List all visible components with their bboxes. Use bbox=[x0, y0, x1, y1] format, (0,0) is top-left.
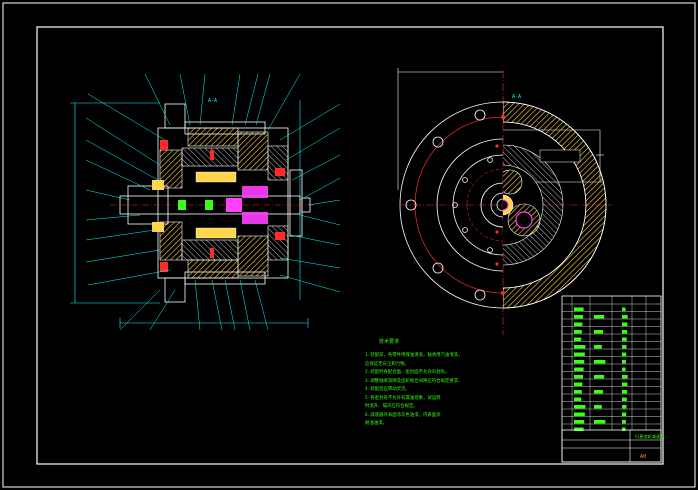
leader-line bbox=[239, 279, 251, 331]
table-cell-mark bbox=[574, 405, 586, 409]
table-cell-mark bbox=[594, 420, 606, 424]
table-cell-mark bbox=[574, 420, 585, 424]
table-cell-mark bbox=[574, 427, 584, 431]
technical-note-line: 5.各密封处不允许有漏油现象，试运转 bbox=[365, 395, 441, 401]
table-cell-mark bbox=[574, 307, 584, 311]
leader-line bbox=[149, 289, 176, 331]
leader-line bbox=[299, 214, 341, 226]
table-cell-mark bbox=[622, 322, 628, 326]
title-block: 行星齿轮减速器 A0 bbox=[561, 429, 665, 463]
parts-list-table bbox=[561, 295, 662, 463]
table-cell-mark bbox=[622, 427, 626, 431]
table-cell-mark bbox=[622, 315, 628, 319]
table-cell-mark bbox=[574, 397, 582, 401]
leader-line bbox=[199, 73, 206, 126]
technical-note-line: 耐油油漆。 bbox=[365, 421, 387, 426]
leader-line bbox=[87, 269, 171, 286]
table-cell-mark bbox=[574, 412, 585, 416]
technical-notes: 技术要求 1.装配前，各零件用煤油清洗，轴承用汽油清洗， 应保证无灰尘和污物。 2.… bbox=[365, 339, 475, 429]
table-cell-mark bbox=[574, 352, 585, 356]
leader-line bbox=[85, 249, 161, 263]
title-block-drawing-name: 行星齿轮减速器 bbox=[635, 433, 665, 440]
leader-line bbox=[289, 234, 341, 246]
table-cell-mark bbox=[574, 322, 583, 326]
leader-line bbox=[299, 177, 341, 201]
table-cell-mark bbox=[622, 367, 626, 371]
right-end-view: A-A bbox=[397, 68, 612, 335]
leader-line bbox=[285, 127, 341, 161]
leader-line bbox=[231, 73, 241, 126]
leader-line bbox=[87, 93, 166, 141]
leader-line bbox=[307, 199, 341, 206]
table-cell-mark bbox=[574, 390, 582, 394]
table-cell-mark bbox=[574, 315, 583, 319]
leader-line bbox=[279, 103, 341, 141]
table-cell-mark bbox=[622, 307, 626, 311]
leader-line bbox=[244, 73, 259, 126]
leader-line bbox=[85, 229, 156, 241]
table-cell-mark bbox=[594, 390, 603, 394]
right-section-label: A-A bbox=[512, 94, 521, 100]
table-cell-mark bbox=[622, 390, 628, 394]
table-cell-mark bbox=[594, 360, 606, 364]
leader-line bbox=[179, 73, 191, 126]
sheet-inner-frame bbox=[36, 26, 664, 465]
leader-line bbox=[224, 279, 236, 331]
leader-line bbox=[267, 73, 301, 131]
leader-line bbox=[211, 279, 223, 331]
leader-line bbox=[144, 73, 171, 126]
leader-line bbox=[279, 257, 341, 269]
table-cell-mark bbox=[594, 345, 602, 349]
table-cell-mark bbox=[622, 375, 628, 379]
table-cell-mark bbox=[622, 345, 627, 349]
left-section-view: A-A bbox=[70, 73, 341, 331]
table-cell-mark bbox=[622, 382, 628, 386]
leader-line bbox=[255, 73, 271, 126]
leader-line bbox=[119, 289, 161, 331]
table-cell-mark bbox=[594, 375, 605, 379]
leader-line bbox=[85, 139, 159, 181]
technical-note-line: 3.调整轴承游隙及齿轮啮合间隙应符合规定要求， bbox=[365, 378, 463, 384]
leader-line bbox=[85, 117, 161, 166]
table-cell-mark bbox=[622, 420, 626, 424]
table-cell-mark bbox=[622, 405, 627, 409]
leader-line bbox=[85, 189, 131, 201]
leader-line bbox=[291, 154, 341, 181]
table-cell-mark bbox=[594, 405, 602, 409]
technical-note-line: 应保证无灰尘和污物。 bbox=[365, 361, 409, 367]
left-section-label: A-A bbox=[208, 98, 217, 104]
table-cell-mark bbox=[574, 367, 584, 371]
technical-note-line: 4.装配后应转动灵活。 bbox=[365, 387, 410, 392]
table-cell-mark bbox=[622, 360, 626, 364]
technical-note-line: 6.减速器外表面涂灰色油漆，内表面涂 bbox=[365, 412, 441, 418]
table-cell-mark bbox=[574, 375, 583, 379]
table-cell-mark bbox=[594, 330, 603, 334]
leader-line bbox=[254, 279, 269, 331]
table-cell-mark bbox=[574, 345, 586, 349]
table-cell-mark bbox=[622, 412, 627, 416]
table-cell-mark bbox=[594, 315, 605, 319]
table-cell-mark bbox=[622, 330, 628, 334]
table-cell-mark bbox=[574, 337, 582, 341]
table-cell-mark bbox=[574, 360, 585, 364]
table-cell-mark bbox=[622, 397, 627, 401]
technical-note-line: 时温升、噪声应符合规定。 bbox=[365, 404, 418, 409]
leader-line bbox=[194, 279, 201, 331]
technical-notes-title: 技术要求 bbox=[379, 339, 400, 345]
technical-note-line: 1.装配前，各零件用煤油清洗，轴承用汽油清洗， bbox=[365, 353, 463, 358]
title-block-label: A0 bbox=[640, 454, 646, 460]
leader-line bbox=[85, 214, 141, 221]
technical-note-line: 2.装配时各配合面、密封面不允许有划伤。 bbox=[365, 370, 450, 375]
leader-line bbox=[85, 159, 151, 191]
table-cell-mark bbox=[622, 337, 627, 341]
leader-line bbox=[279, 274, 341, 293]
table-cell-mark bbox=[622, 352, 627, 356]
table-cell-mark bbox=[574, 382, 583, 386]
table-cell-mark bbox=[574, 330, 582, 334]
